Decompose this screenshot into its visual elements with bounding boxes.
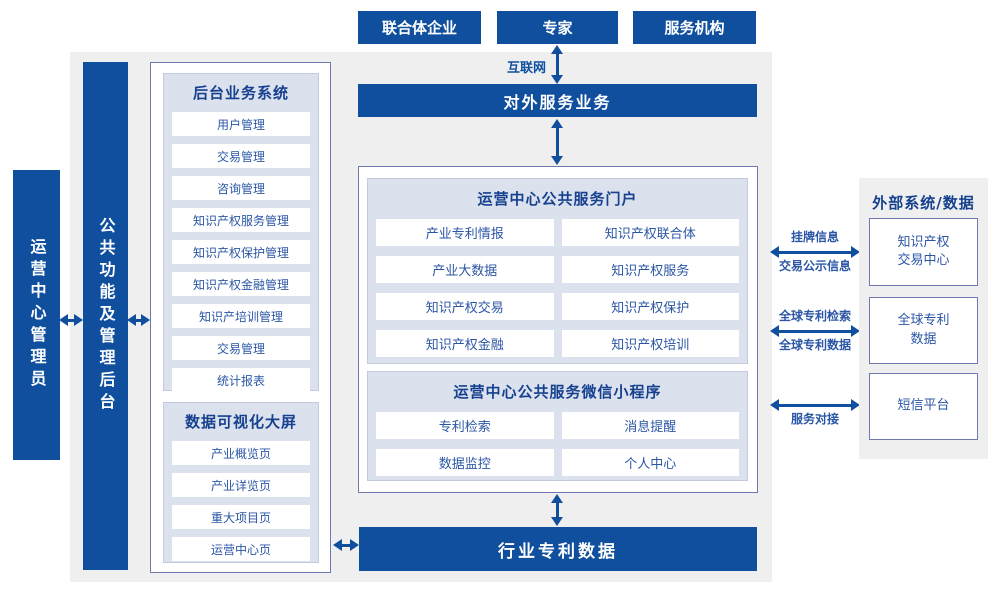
actor-box-consortium: 联合体企业 xyxy=(358,11,481,44)
connector-label-bottom: 全球专利数据 xyxy=(778,338,851,352)
miniprogram-item: 消息提醒 xyxy=(561,412,739,439)
backend-item: 知识产权金融管理 xyxy=(172,272,310,296)
dashboard-section: 数据可视化大屏 产业概览页 产业详览页 重大项目页 运营中心页 xyxy=(163,402,319,563)
global-patent-arrow-icon xyxy=(770,324,860,338)
listing-info-arrow-icon xyxy=(770,245,860,259)
portal-title: 运营中心公共服务门户 xyxy=(477,190,638,208)
connector-label-bottom: 服务对接 xyxy=(790,412,839,426)
portal-outer-box: 运营中心公共服务门户 产业专利情报 知识产权联合体 产业大数据 知识产权服务 知… xyxy=(358,166,758,493)
admin-role-bar: 运营中心管理员 xyxy=(13,170,60,460)
backend-item: 交易管理 xyxy=(172,336,310,360)
portal-item: 知识产权服务 xyxy=(561,256,739,283)
external-service-bar: 对外服务业务 xyxy=(358,84,757,117)
backend-outer-box: 后台业务系统 用户管理 交易管理 咨询管理 知识产权服务管理 知识产权保护管理 … xyxy=(150,62,331,573)
connector-global-patent: 全球专利检索 全球专利数据 xyxy=(770,309,860,353)
admin-backend-arrow-icon xyxy=(59,313,83,327)
external-system-box: 知识产权 交易中心 xyxy=(869,218,978,286)
industry-data-bar: 行业专利数据 xyxy=(359,527,757,571)
dashboard-item: 产业概览页 xyxy=(172,441,310,465)
service-portal-arrow-icon xyxy=(550,119,564,165)
portal-item: 知识产权金融 xyxy=(376,330,554,357)
backend-system-title: 后台业务系统 xyxy=(192,84,289,102)
portal-item: 产业大数据 xyxy=(376,256,554,283)
portal-item: 知识产权交易 xyxy=(376,293,554,320)
portal-item: 知识产权保护 xyxy=(561,293,739,320)
service-dock-arrow-icon xyxy=(770,398,860,412)
backend-function-bar: 公共功能及管理后台 xyxy=(83,62,128,570)
backend-item: 知识产培训管理 xyxy=(172,304,310,328)
external-systems-panel: 外部系统/数据 知识产权 交易中心 全球专利 数据 短信平台 xyxy=(859,178,988,459)
dashboard-item: 重大项目页 xyxy=(172,505,310,529)
miniprogram-title: 运营中心公共服务微信小程序 xyxy=(453,383,662,401)
miniprogram-item: 专利检索 xyxy=(376,412,554,439)
backend-box-arrow-icon xyxy=(127,313,150,327)
backend-item: 知识产权保护管理 xyxy=(172,240,310,264)
dashboard-item: 产业详览页 xyxy=(172,473,310,497)
external-system-box: 短信平台 xyxy=(869,373,978,440)
portal-industry-arrow-icon xyxy=(550,494,564,526)
connector-service-dock: 服务对接 xyxy=(770,383,860,427)
backend-item: 用户管理 xyxy=(172,112,310,136)
miniprogram-item: 数据监控 xyxy=(376,449,554,476)
backend-item: 统计报表 xyxy=(172,368,310,392)
external-system-box: 全球专利 数据 xyxy=(869,297,978,364)
backend-item: 咨询管理 xyxy=(172,176,310,200)
internet-label: 互联网 xyxy=(506,61,546,76)
connector-label-top xyxy=(770,383,860,398)
connector-label-top: 全球专利检索 xyxy=(778,309,851,323)
dashboard-item: 运营中心页 xyxy=(172,537,310,561)
connector-label-top: 挂牌信息 xyxy=(790,230,839,244)
portal-item: 知识产权培训 xyxy=(561,330,739,357)
actor-box-service-org: 服务机构 xyxy=(633,11,756,44)
connector-label-bottom: 交易公示信息 xyxy=(778,259,851,273)
portal-item: 产业专利情报 xyxy=(376,219,554,246)
backend-item: 交易管理 xyxy=(172,144,310,168)
dashboard-industry-arrow-icon xyxy=(333,538,359,552)
backend-system-section: 后台业务系统 用户管理 交易管理 咨询管理 知识产权服务管理 知识产权保护管理 … xyxy=(163,73,319,392)
internet-arrow-icon xyxy=(550,45,564,84)
connector-listing-info: 挂牌信息 交易公示信息 xyxy=(770,230,860,274)
backend-item: 知识产权服务管理 xyxy=(172,208,310,232)
external-systems-title: 外部系统/数据 xyxy=(872,194,975,212)
miniprogram-item: 个人中心 xyxy=(561,449,739,476)
dashboard-title: 数据可视化大屏 xyxy=(184,413,297,431)
portal-section: 运营中心公共服务门户 产业专利情报 知识产权联合体 产业大数据 知识产权服务 知… xyxy=(367,178,748,364)
actor-box-expert: 专家 xyxy=(497,11,618,44)
portal-item: 知识产权联合体 xyxy=(561,219,739,246)
miniprogram-section: 运营中心公共服务微信小程序 专利检索 消息提醒 数据监控 个人中心 xyxy=(367,371,748,481)
